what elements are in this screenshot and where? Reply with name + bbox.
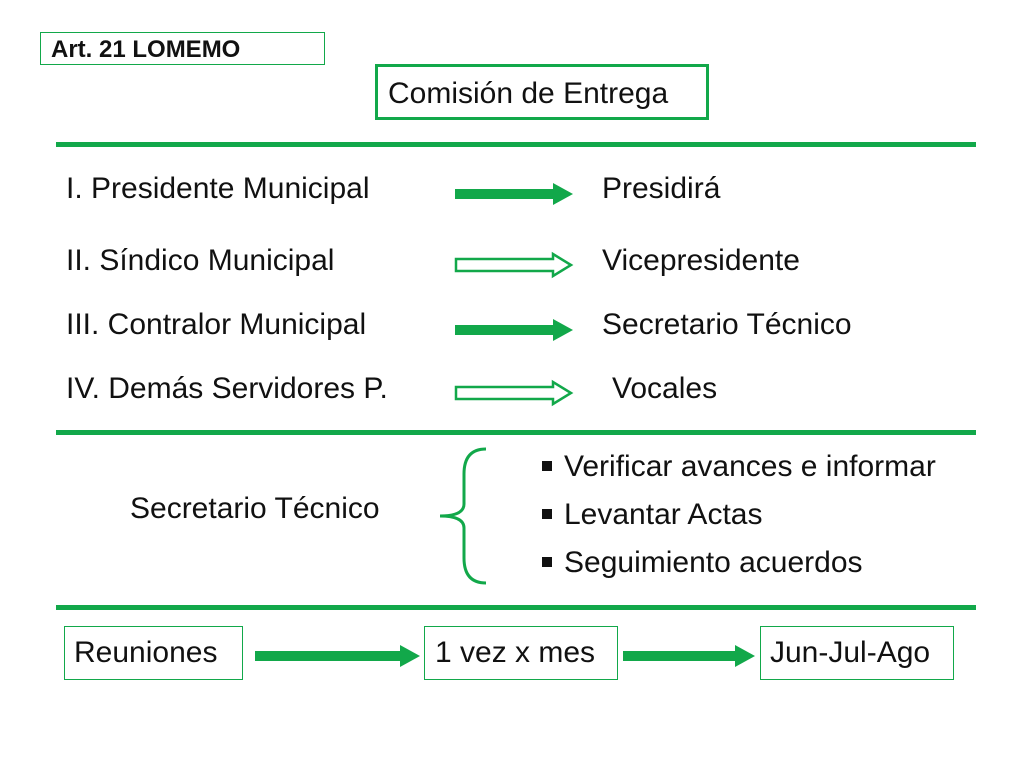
role-sindico: Vicepresidente <box>602 244 800 277</box>
duty-item: Verificar avances e informar <box>540 452 936 500</box>
secretary-label: Secretario Técnico <box>130 492 380 525</box>
solid-arrow-icon <box>455 183 573 205</box>
article-label-box: Art. 21 LOMEMO <box>40 32 325 65</box>
meetings-box: Reuniones <box>64 626 243 680</box>
role-contralor: Secretario Técnico <box>602 308 852 341</box>
frequency-label: 1 vez x mes <box>435 636 596 669</box>
member-servidores: IV. Demás Servidores P. <box>66 372 388 405</box>
title-box: Comisión de Entrega <box>375 64 709 120</box>
outline-double-arrow-icon <box>454 251 574 279</box>
role-president: Presidirá <box>602 172 721 205</box>
article-label: Art. 21 LOMEMO <box>51 36 241 63</box>
member-contralor: III. Contralor Municipal <box>66 308 367 341</box>
solid-arrow-icon <box>623 645 755 667</box>
divider-middle <box>56 430 976 435</box>
meetings-label: Reuniones <box>74 636 218 669</box>
divider-top <box>56 142 976 147</box>
square-bullet-icon <box>542 461 552 471</box>
months-box: Jun-Jul-Ago <box>760 626 954 680</box>
months-label: Jun-Jul-Ago <box>770 636 931 669</box>
solid-arrow-icon <box>255 645 420 667</box>
role-servidores: Vocales <box>612 372 718 405</box>
member-sindico: II. Síndico Municipal <box>66 244 335 277</box>
left-brace-icon <box>439 447 487 585</box>
secretary-duties: Verificar avances e informar Levantar Ac… <box>540 452 936 596</box>
member-president: I. Presidente Municipal <box>66 172 370 205</box>
square-bullet-icon <box>542 509 552 519</box>
page-title: Comisión de Entrega <box>388 77 669 110</box>
square-bullet-icon <box>542 557 552 567</box>
solid-arrow-icon <box>455 319 573 341</box>
outline-double-arrow-icon <box>454 379 574 407</box>
frequency-box: 1 vez x mes <box>424 626 618 680</box>
duty-item: Seguimiento acuerdos <box>540 548 936 596</box>
duty-item: Levantar Actas <box>540 500 936 548</box>
divider-bottom <box>56 605 976 610</box>
